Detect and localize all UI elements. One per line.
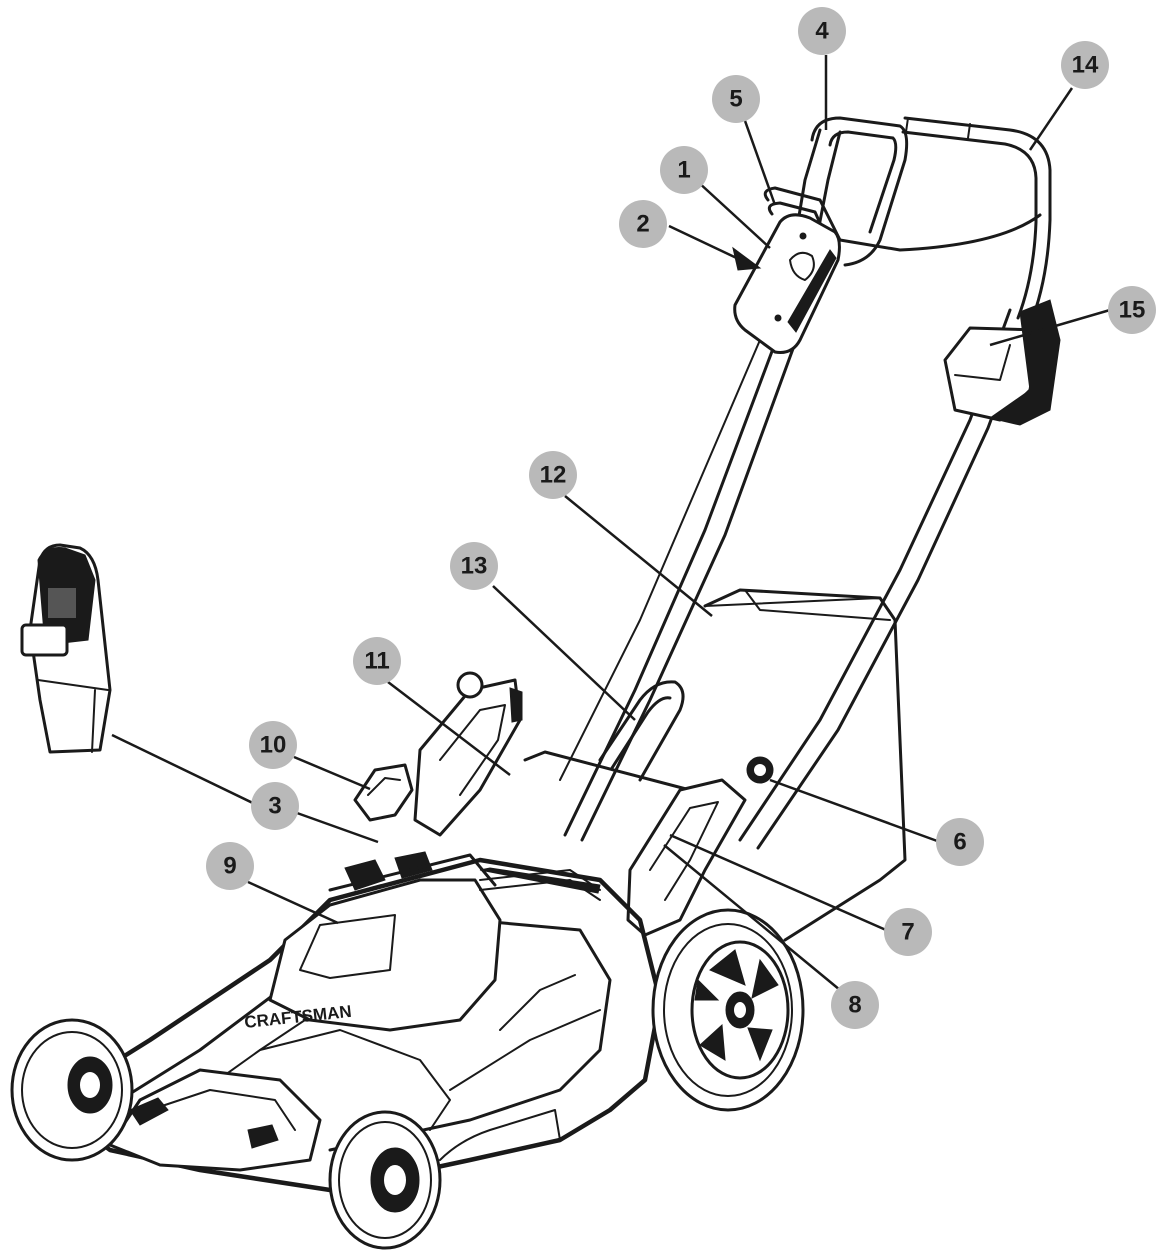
callout-14: 14 — [1061, 41, 1109, 89]
switch-box — [733, 213, 841, 354]
callouts: 1 2 3 4 5 6 7 8 — [206, 7, 1156, 1029]
callout-15: 15 — [1108, 286, 1156, 334]
callout-11: 11 — [353, 637, 401, 685]
callout-8-label: 8 — [848, 992, 861, 1019]
leader-2-arrow — [732, 246, 762, 271]
leader-5 — [742, 117, 777, 206]
leader-11 — [387, 681, 511, 776]
callout-1: 1 — [660, 146, 708, 194]
callout-7-label: 7 — [901, 919, 914, 946]
callout-10: 10 — [249, 721, 297, 769]
leader-1 — [696, 180, 771, 249]
leader-9 — [247, 880, 339, 925]
leader-14 — [1028, 87, 1074, 151]
callout-12: 12 — [529, 451, 577, 499]
motor-cover: CRAFTSMAN — [243, 851, 502, 1032]
handle-battery — [943, 299, 1061, 426]
right-lower-bracket — [626, 756, 774, 937]
front-left-wheel — [10, 1018, 134, 1162]
leader-12 — [564, 495, 713, 617]
grass-bag — [703, 588, 907, 942]
side-louvers — [479, 867, 601, 901]
callout-8: 8 — [831, 981, 879, 1029]
leader-lines — [111, 55, 1111, 991]
battery-pack — [20, 543, 112, 754]
leader-8 — [663, 844, 841, 991]
callout-3-label: 3 — [268, 793, 281, 820]
callout-2-label: 2 — [636, 211, 649, 238]
callout-11-label: 11 — [364, 648, 389, 675]
callout-4-label: 4 — [815, 18, 829, 45]
callout-9-label: 9 — [223, 853, 236, 880]
safety-bail — [763, 186, 1042, 252]
callout-2: 2 — [619, 200, 667, 248]
front-right-wheel — [328, 1110, 442, 1250]
left-handle-tube — [559, 128, 842, 842]
callout-15-label: 15 — [1119, 297, 1146, 324]
leader-7 — [669, 833, 887, 932]
leader-13 — [492, 585, 636, 721]
callout-1-label: 1 — [677, 157, 690, 184]
callout-3: 3 — [251, 782, 299, 830]
callout-9: 9 — [206, 842, 254, 890]
leader-2 — [668, 224, 746, 264]
callout-14-label: 14 — [1072, 52, 1099, 79]
upper-handle — [810, 116, 1052, 327]
leader-6 — [769, 778, 941, 844]
callout-6: 6 — [936, 818, 984, 866]
callout-12-label: 12 — [540, 462, 567, 489]
leader-15 — [989, 308, 1111, 347]
callout-4: 4 — [798, 7, 846, 55]
front-bumper — [108, 1068, 322, 1172]
leader-3b — [111, 733, 260, 808]
callout-5: 5 — [712, 75, 760, 123]
callout-5-label: 5 — [729, 86, 742, 113]
callout-6-label: 6 — [953, 829, 966, 856]
height-adjust-lever — [353, 763, 414, 822]
rear-wheel — [651, 908, 805, 1112]
leader-10 — [293, 755, 371, 791]
callout-10-label: 10 — [260, 732, 287, 759]
left-lower-bracket — [413, 671, 523, 837]
callout-7: 7 — [884, 908, 932, 956]
callout-13-label: 13 — [461, 553, 488, 580]
leader-3a — [296, 811, 379, 844]
callout-13: 13 — [450, 542, 498, 590]
